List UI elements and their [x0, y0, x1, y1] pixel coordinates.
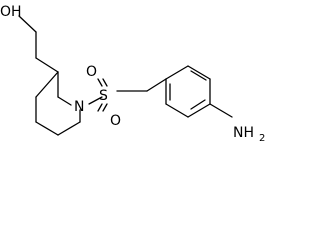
bond-ring-c6-c7 — [57, 121, 81, 136]
molecule-drawing: OH N S O O NH 2 — [0, 4, 265, 144]
bond-ar-double-2 — [190, 99, 206, 110]
bond-ch2-aryl — [146, 78, 167, 92]
bond-s-o-top-2 — [102, 78, 108, 87]
bond-s-o-bottom-1 — [97, 103, 103, 112]
hydroxyl-label: OH — [0, 4, 22, 20]
bond-c2-c3 — [35, 57, 59, 73]
bond-ar-nh2 — [209, 103, 233, 118]
amine-subscript: 2 — [259, 133, 265, 144]
bond-ar-4 — [187, 103, 211, 118]
bond-s-o-top-1 — [97, 78, 103, 87]
bond-s-o-bottom-2 — [102, 103, 108, 112]
sulfur-label: S — [99, 88, 108, 104]
bond-ring-c2-c3b — [35, 71, 59, 98]
bond-ar-double-1 — [190, 70, 207, 81]
bond-ar-5 — [165, 103, 189, 118]
bond-n-s — [88, 96, 103, 105]
oxygen-top-label: O — [86, 64, 97, 80]
oxygen-bottom-label: O — [110, 113, 121, 129]
amine-label: NH — [233, 125, 254, 141]
bond-ring-c3-n — [57, 96, 72, 106]
bond-ar-2 — [187, 65, 211, 80]
nitrogen-label: N — [74, 99, 84, 115]
bond-ring-c5-c6 — [35, 121, 59, 136]
bond-ar-1 — [165, 65, 189, 80]
structure-diagram: OH N S O O NH 2 — [0, 4, 265, 144]
bond-o-c1 — [18, 15, 37, 33]
